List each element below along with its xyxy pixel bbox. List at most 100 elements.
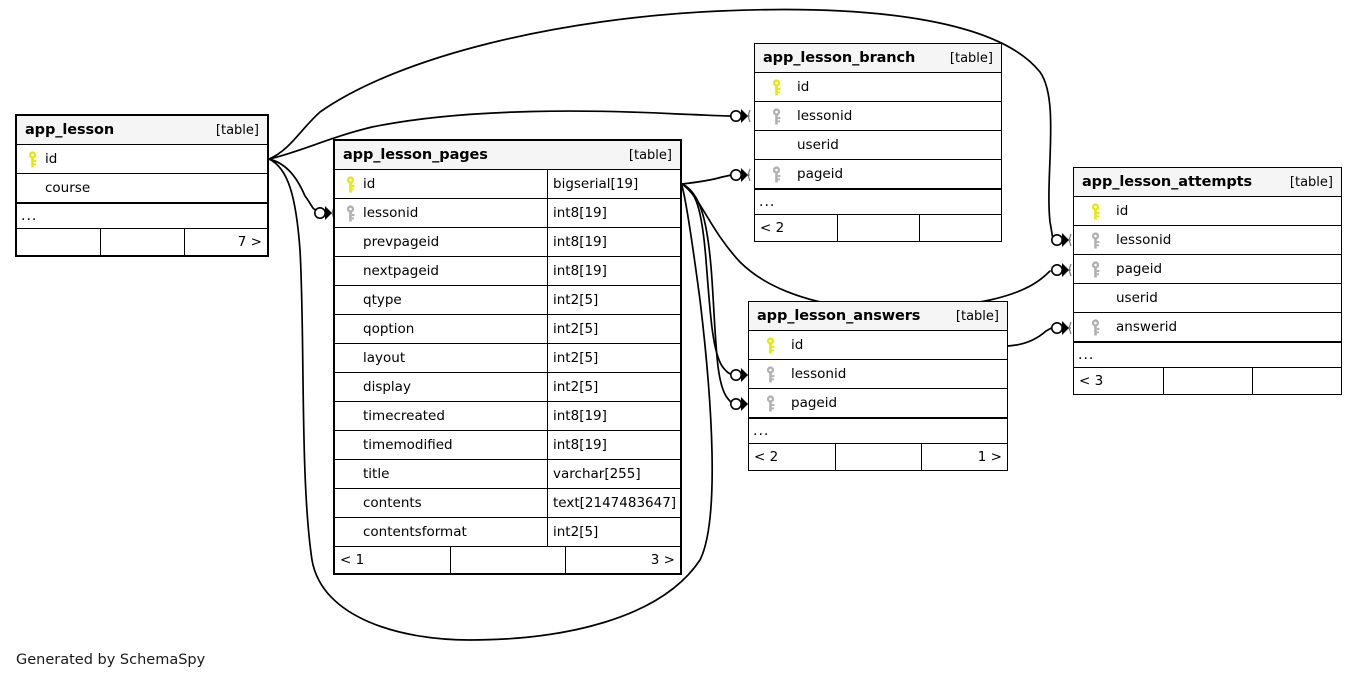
column-name-cell: display xyxy=(335,373,547,401)
column-row[interactable]: nextpageid int8[19] xyxy=(335,257,680,286)
column-row[interactable]: lessonid xyxy=(1074,226,1341,255)
column-name: lessonid xyxy=(797,108,853,124)
column-name: title xyxy=(363,466,390,482)
column-row[interactable]: id xyxy=(17,145,267,174)
column-name: lessonid xyxy=(791,366,847,382)
column-row[interactable]: course xyxy=(17,174,267,203)
column-name-cell: lessonid xyxy=(749,360,1007,388)
table-node-app_lesson_branch[interactable]: app_lesson_branch[table]id lessonid userid… xyxy=(754,43,1002,242)
table-node-app_lesson_answers[interactable]: app_lesson_answers[table]id lessonid pagei… xyxy=(748,301,1008,471)
column-type: text[2147483647] xyxy=(553,495,677,511)
column-row[interactable]: id xyxy=(1074,197,1341,226)
table-node-app_lesson_attempts[interactable]: app_lesson_attempts[table]id lessonid page… xyxy=(1073,167,1342,395)
footer-outgoing-count[interactable]: 7 > xyxy=(183,229,267,255)
footer-incoming-count[interactable]: < 2 xyxy=(754,449,779,465)
table-footer-app_lesson_answers: < 2 1 > xyxy=(749,444,1007,470)
column-type: int8[19] xyxy=(553,205,607,221)
footer-incoming-count[interactable]: < 2 xyxy=(760,220,785,236)
footer-outgoing-count[interactable]: 1 > xyxy=(921,444,1007,470)
column-row[interactable]: pageid xyxy=(755,160,1001,189)
footer-outgoing-count[interactable] xyxy=(919,215,1001,241)
column-name: course xyxy=(45,180,91,196)
column-name-cell: id xyxy=(335,170,547,198)
footer-incoming-count[interactable]: < 1 xyxy=(340,552,365,568)
more-columns-indicator: ... xyxy=(17,203,267,229)
column-row[interactable]: id xyxy=(749,331,1007,360)
table-header-app_lesson_pages: app_lesson_pages[table] xyxy=(335,141,680,170)
footer-incoming-count[interactable]: < 3 xyxy=(1079,373,1104,389)
column-type: int8[19] xyxy=(553,263,607,279)
table-node-app_lesson[interactable]: app_lesson [table] id course...7 > xyxy=(15,114,269,257)
column-name-cell: userid xyxy=(755,131,1001,159)
column-name: pageid xyxy=(1116,261,1163,277)
table-header-app_lesson_branch: app_lesson_branch[table] xyxy=(755,44,1001,73)
table-footer-app_lesson_branch: < 2 xyxy=(755,215,1001,241)
column-name: userid xyxy=(797,137,839,153)
column-type: int8[19] xyxy=(553,234,607,250)
table-title: app_lesson xyxy=(25,122,115,138)
foreign-key-icon xyxy=(755,365,785,383)
column-type-cell: int8[19] xyxy=(547,199,680,227)
column-type: int8[19] xyxy=(553,437,607,453)
column-name-cell: contentsformat xyxy=(335,518,547,546)
primary-key-icon xyxy=(761,78,791,96)
column-name: lessonid xyxy=(1116,232,1172,248)
column-name: nextpageid xyxy=(363,263,439,279)
primary-key-icon xyxy=(1080,202,1110,220)
footer-center xyxy=(1163,368,1252,394)
table-kind-label: [table] xyxy=(955,308,999,324)
column-name-cell: course xyxy=(17,174,267,202)
column-row[interactable]: userid xyxy=(755,131,1001,160)
foreign-key-icon xyxy=(1080,260,1110,278)
column-name: id xyxy=(791,337,804,353)
edge-lesson-to-pages-lessonid xyxy=(268,158,317,211)
foreign-key-icon xyxy=(761,165,791,183)
footer-center xyxy=(835,444,921,470)
column-row[interactable]: lessonid xyxy=(755,102,1001,131)
column-row[interactable]: pageid xyxy=(749,389,1007,418)
column-row[interactable]: pageid xyxy=(1074,255,1341,284)
column-name: answerid xyxy=(1116,319,1178,335)
footer-outgoing-count[interactable]: 3 > xyxy=(565,547,680,573)
more-columns-indicator: ... xyxy=(755,189,1001,215)
table-header-app_lesson_attempts: app_lesson_attempts[table] xyxy=(1074,168,1341,197)
column-name-cell: qoption xyxy=(335,315,547,343)
column-name-cell: id xyxy=(17,145,267,173)
primary-key-icon xyxy=(341,175,359,193)
column-row[interactable]: id xyxy=(755,73,1001,102)
column-type-cell: int8[19] xyxy=(547,431,680,459)
column-row[interactable]: lessonid xyxy=(749,360,1007,389)
column-name-cell: id xyxy=(749,331,1007,359)
table-footer-app_lesson_pages: < 1 3 > xyxy=(335,547,680,573)
table-kind-label: [table] xyxy=(628,147,672,163)
more-columns-indicator: ... xyxy=(1074,342,1341,368)
footer-outgoing-count[interactable] xyxy=(1252,368,1341,394)
column-row[interactable]: prevpageid int8[19] xyxy=(335,228,680,257)
edge-answers-to-attempts-answerid xyxy=(1007,327,1053,347)
column-type-cell: int2[5] xyxy=(547,373,680,401)
table-kind-label: [table] xyxy=(215,122,259,138)
column-row[interactable]: answerid xyxy=(1074,313,1341,342)
table-footer-app_lesson: 7 > xyxy=(17,229,267,255)
column-name-cell: id xyxy=(1074,197,1341,225)
table-header-app_lesson_answers: app_lesson_answers[table] xyxy=(749,302,1007,331)
column-name-cell: prevpageid xyxy=(335,228,547,256)
column-type-cell: int8[19] xyxy=(547,228,680,256)
column-row[interactable]: userid xyxy=(1074,284,1341,313)
column-name-cell: lessonid xyxy=(755,102,1001,130)
footer-incoming-count[interactable] xyxy=(17,229,100,255)
column-name: id xyxy=(45,151,58,167)
